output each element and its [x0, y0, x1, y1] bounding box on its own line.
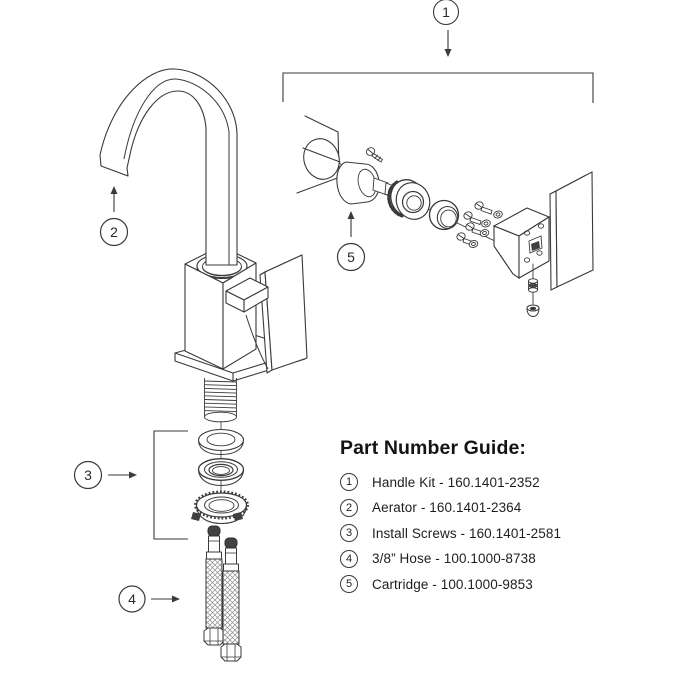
callout-1-arrowhead-icon — [444, 49, 452, 57]
guide-item-label: Cartridge - 100.1000-9853 — [372, 576, 533, 592]
guide-item-number-badge: 1 — [340, 473, 358, 491]
callout-1-circle — [432, 0, 460, 26]
retaining-ring — [387, 179, 431, 220]
callout-3 — [73, 430, 188, 540]
spout-port-front-arc-inner — [202, 266, 242, 277]
callout-2-arrowhead-icon — [110, 186, 118, 194]
cartridge-screw — [365, 147, 384, 163]
guide-item: 1 Handle Kit - 160.1401-2352 — [340, 473, 561, 491]
exploded-handle-assembly — [296, 115, 594, 318]
gasket — [197, 458, 245, 487]
callout-3-arrowhead-icon — [129, 471, 137, 479]
guide-item-label: Aerator - 160.1401-2364 — [372, 500, 522, 516]
callout-4-label: 4 — [128, 591, 136, 607]
fitting-nut — [526, 304, 540, 318]
mounting-screws — [456, 201, 503, 248]
spout — [99, 68, 238, 266]
screw-washer — [481, 219, 491, 228]
callout-4 — [118, 585, 180, 613]
nut-foot — [233, 512, 243, 521]
handle-blade — [259, 254, 308, 374]
guide-item-label: 3/8” Hose - 100.1000-8738 — [372, 551, 536, 567]
faucet-body-front — [184, 263, 224, 370]
guide-list: 1 Handle Kit - 160.1401-2352 2 Aerator -… — [340, 473, 562, 594]
nut-foot — [191, 512, 201, 521]
screw — [463, 211, 482, 226]
callout-5-label: 5 — [347, 249, 355, 265]
guide-item: 5 Cartridge - 100.1000-9853 — [340, 575, 561, 594]
guide-item-number-badge: 3 — [340, 524, 358, 543]
guide-title: Part Number Guide: — [340, 437, 526, 459]
callout-3-circle — [73, 460, 103, 490]
callout-5 — [336, 211, 366, 272]
screw — [474, 201, 493, 215]
handle-sweep-curve — [245, 314, 269, 370]
callout-3-label: 3 — [84, 467, 92, 483]
hose-fitting — [528, 263, 538, 305]
guide-item-number-badge: 5 — [340, 575, 358, 594]
wall-plate — [549, 171, 594, 291]
callout-2-circle — [99, 217, 129, 247]
guide-item-label: Handle Kit - 160.1401-2352 — [372, 474, 540, 490]
guide-item-number-badge: 4 — [340, 549, 358, 568]
callout-4-circle — [118, 585, 146, 613]
dome-cap — [428, 199, 460, 231]
guide-item-label: Install Screws - 160.1401-2581 — [372, 525, 562, 541]
handle-connector — [225, 277, 269, 313]
supply-hose-left — [203, 525, 225, 646]
screw-washer — [479, 229, 490, 237]
callout-5-circle — [336, 242, 366, 272]
callout-1 — [282, 0, 594, 103]
callout-5-arrowhead-icon — [347, 211, 355, 219]
flat-washer — [197, 428, 245, 455]
supply-hose-right — [220, 537, 242, 662]
threaded-shank — [204, 378, 237, 423]
guide-item: 2 Aerator - 160.1401-2364 — [340, 498, 561, 517]
guide-item-number-badge: 2 — [340, 498, 358, 517]
callout-2 — [99, 186, 129, 247]
callout-1-label: 1 — [442, 4, 450, 20]
callout-2-label: 2 — [110, 224, 118, 240]
cartridge — [336, 161, 397, 205]
callout-1-bracket — [282, 72, 594, 103]
guide-item: 3 Install Screws - 160.1401-2581 — [340, 524, 562, 543]
guide-item: 4 3/8” Hose - 100.1000-8738 — [340, 549, 561, 568]
screw-washer — [468, 240, 479, 248]
part-number-guide: Part Number Guide: 1 Handle Kit - 160.14… — [340, 437, 561, 601]
mounting-nut — [191, 490, 249, 525]
valve-body — [492, 207, 551, 280]
callout-4-arrowhead-icon — [172, 595, 180, 603]
faucet-illustration — [99, 68, 308, 662]
callout-3-bracket — [153, 430, 188, 540]
screw-washer — [493, 210, 503, 219]
